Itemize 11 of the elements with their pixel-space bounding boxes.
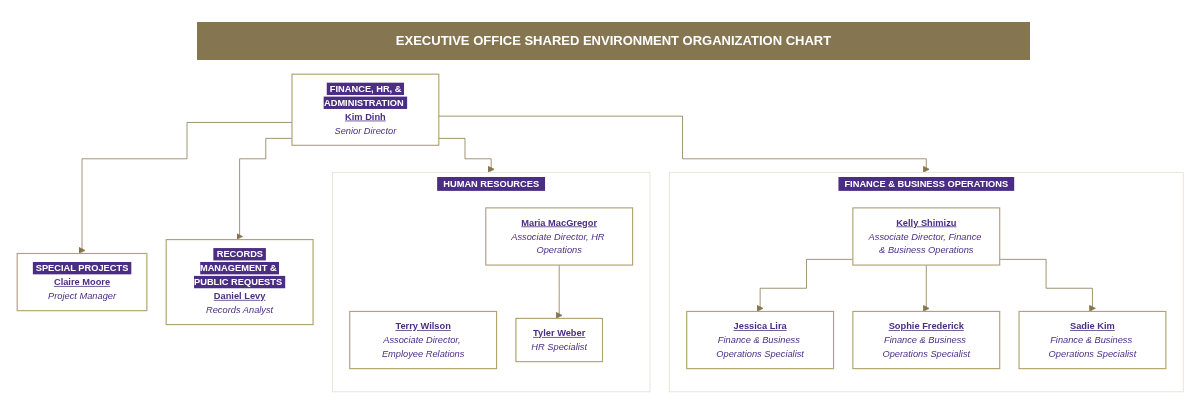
title-banner: EXECUTIVE OFFICE SHARED ENVIRONMENT ORGANIZATION CHART xyxy=(197,22,1030,60)
node-box: Sadie Kim Finance & Business Operations Specialist xyxy=(1018,310,1167,370)
node-box: Tyler Weber HR Specialist xyxy=(515,317,603,363)
node-box: Terry Wilson Associate Director, Employee Relations xyxy=(348,310,497,370)
node-box: Jessica Lira Finance & Business Operations Specialist xyxy=(685,310,834,370)
node-box: Kelly Shimizu Associate Director, Finance & Business Operations xyxy=(852,207,1001,266)
node-box: SPECIAL PROJECTS Claire Moore Project Manager xyxy=(16,252,148,312)
node-box: FINANCE, HR, & ADMINISTRATION Kim Dinh Senior Director xyxy=(291,73,440,146)
node-box: Sophie Frederick Finance & Business Operations Specialist xyxy=(852,310,1001,370)
node-box: RECORDS MANAGEMENT & PUBLIC REQUESTS Daniel Levy Records Analyst xyxy=(165,239,314,326)
node-box: Maria MacGregor Associate Director, HR Operations xyxy=(484,207,633,266)
